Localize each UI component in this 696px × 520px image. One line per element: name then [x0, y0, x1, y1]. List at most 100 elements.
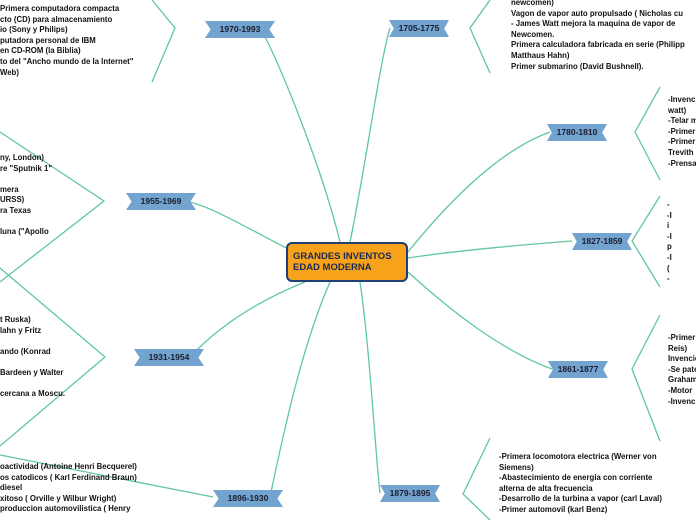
note-line: newcomen) [511, 0, 554, 7]
bracket-1879-1895 [462, 437, 491, 520]
note-line: -Se pate [668, 364, 696, 374]
note-line: i [667, 221, 670, 231]
connector-1827-1859 [407, 240, 573, 259]
branch-1879-1895[interactable]: 1879-1895 [380, 485, 440, 502]
notes-1931-1954: t Ruska) lahn y Fritz ando (Konrad Barde… [0, 315, 100, 400]
note-line: luna ("Apollo [0, 227, 49, 237]
note-line: -Prensa [668, 158, 696, 168]
bracket-1896-1930 [0, 454, 214, 498]
branch-label: 1931-1954 [148, 352, 190, 362]
note-line: Vagon de vapor auto propulsado ( Nichola… [511, 8, 683, 18]
bracket-1827-1859 [631, 195, 661, 288]
branch-label: 1970-1993 [219, 24, 261, 34]
note-line: URSS) [0, 195, 25, 205]
branch-label: 1780-1810 [556, 127, 598, 137]
note-line [0, 357, 100, 368]
connector-1879-1895 [359, 281, 381, 494]
note-line: produccion automovilistica ( Henry [0, 504, 131, 514]
note-line: -I [667, 252, 672, 262]
note-line: Primera calculadora fabricada en serie (… [511, 40, 685, 50]
central-topic-line-2: EDAD MODERNA [293, 262, 372, 273]
bracket-1970-1993 [151, 0, 176, 83]
bracket-1931-1954 [0, 267, 107, 447]
branch-label: 1896-1930 [227, 493, 269, 503]
bracket-1861-1877 [631, 314, 661, 442]
note-line: -I [667, 231, 672, 241]
note-line: - [667, 200, 670, 209]
branch-1955-1969[interactable]: 1955-1969 [126, 193, 196, 210]
branch-1705-1775[interactable]: 1705-1775 [389, 20, 449, 37]
notes-1827-1859: - -I i -I p -I ( - [667, 200, 696, 285]
note-line [0, 336, 100, 347]
note-line: -Primer [668, 333, 696, 342]
note-line: -Motor [668, 385, 693, 395]
branch-1827-1859[interactable]: 1827-1859 [572, 233, 632, 250]
note-line: Primer submarino (David Bushnell). [511, 61, 644, 71]
note-line: ra Texas [0, 205, 32, 215]
notes-1705-1775: newcomen) Vagon de vapor auto propulsado… [511, 0, 696, 72]
bracket-1705-1775 [469, 0, 491, 74]
branch-1896-1930[interactable]: 1896-1930 [213, 490, 283, 507]
note-line: en CD-ROM (la Biblia) [0, 46, 81, 56]
note-line: -Primer [668, 137, 696, 147]
note-line: Matthaus Hahn) [511, 50, 570, 60]
notes-1896-1930: oactividad (Antoine Henri Becquerel) os … [0, 462, 150, 515]
branch-label: 1955-1969 [140, 196, 182, 206]
central-topic[interactable]: GRANDES INVENTOS EDAD MODERNA [286, 242, 408, 282]
branch-label: 1827-1859 [581, 236, 623, 246]
connector-1955-1969 [184, 200, 301, 256]
note-line: Siemens) [499, 462, 534, 472]
branch-1861-1877[interactable]: 1861-1877 [548, 361, 608, 378]
note-line: - James Watt mejora la maquina de vapor … [511, 19, 676, 29]
note-line: -Invenc [668, 396, 696, 406]
note-line: -Telar m [668, 116, 696, 126]
notes-1955-1969: ny, London) re "Sputnik 1" mera URSS) ra… [0, 153, 100, 238]
notes-1780-1810: -Invenc watt) -Telar m -Primer -Primer T… [668, 95, 696, 169]
connector-1896-1930 [269, 281, 331, 498]
note-line: os catodicos ( Karl Ferdinand Braun) [0, 472, 137, 482]
connector-1861-1877 [407, 271, 553, 370]
note-line: Trevith [668, 147, 694, 157]
branch-1780-1810[interactable]: 1780-1810 [547, 124, 607, 141]
note-line: -Desarrollo de la turbina a vapor (carl … [499, 494, 662, 504]
bracket-1955-1969 [0, 131, 106, 283]
branch-1970-1993[interactable]: 1970-1993 [205, 21, 275, 38]
notes-1879-1895: -Primera locomotora electrica (Werner vo… [499, 452, 696, 516]
note-line: -Invenc [668, 95, 696, 104]
branch-label: 1705-1775 [398, 23, 440, 33]
note-line: cto (CD) para almacenamiento [0, 14, 113, 24]
note-line: -I [667, 210, 672, 220]
note-line [0, 174, 100, 185]
note-line: to del "Ancho mundo de la Internet" [0, 56, 134, 66]
note-line [0, 217, 100, 228]
note-line: -Primera locomotora electrica (Werner vo… [499, 452, 657, 461]
note-line: -Abastecimiento de energia con corriente [499, 473, 653, 483]
note-line: Newcomen. [511, 29, 555, 39]
note-line: diesel [0, 483, 23, 493]
note-line: t Ruska) [0, 315, 31, 324]
notes-1861-1877: -Primer Reis) Invencio -Se pate Graham -… [668, 333, 696, 407]
note-line: lahn y Fritz [0, 325, 42, 335]
note-line: Primera computadora compacta [0, 4, 120, 13]
note-line: - [667, 274, 670, 284]
note-line: re "Sputnik 1" [0, 163, 53, 173]
note-line: mera [0, 184, 19, 194]
branch-label: 1861-1877 [557, 364, 599, 374]
note-line: alterna de alta frecuencia [499, 483, 593, 493]
note-line: Reis) [668, 343, 688, 353]
note-line: io (Sony y Philips) [0, 25, 68, 35]
note-line: Graham [668, 375, 696, 385]
note-line [0, 379, 100, 390]
connector-1780-1810 [407, 131, 551, 253]
note-line: p [667, 242, 672, 252]
connector-1931-1954 [189, 281, 306, 358]
note-line: putadora personal de IBM [0, 35, 96, 45]
note-line: cercana a Moscu. [0, 389, 66, 399]
branch-1931-1954[interactable]: 1931-1954 [134, 349, 204, 366]
connector-1705-1775 [349, 27, 391, 243]
note-line: -Primer automovil (karl Benz) [499, 504, 608, 514]
branch-label: 1879-1895 [389, 488, 431, 498]
note-line: Bardeen y Walter [0, 367, 64, 377]
note-line: Web) [0, 67, 19, 77]
